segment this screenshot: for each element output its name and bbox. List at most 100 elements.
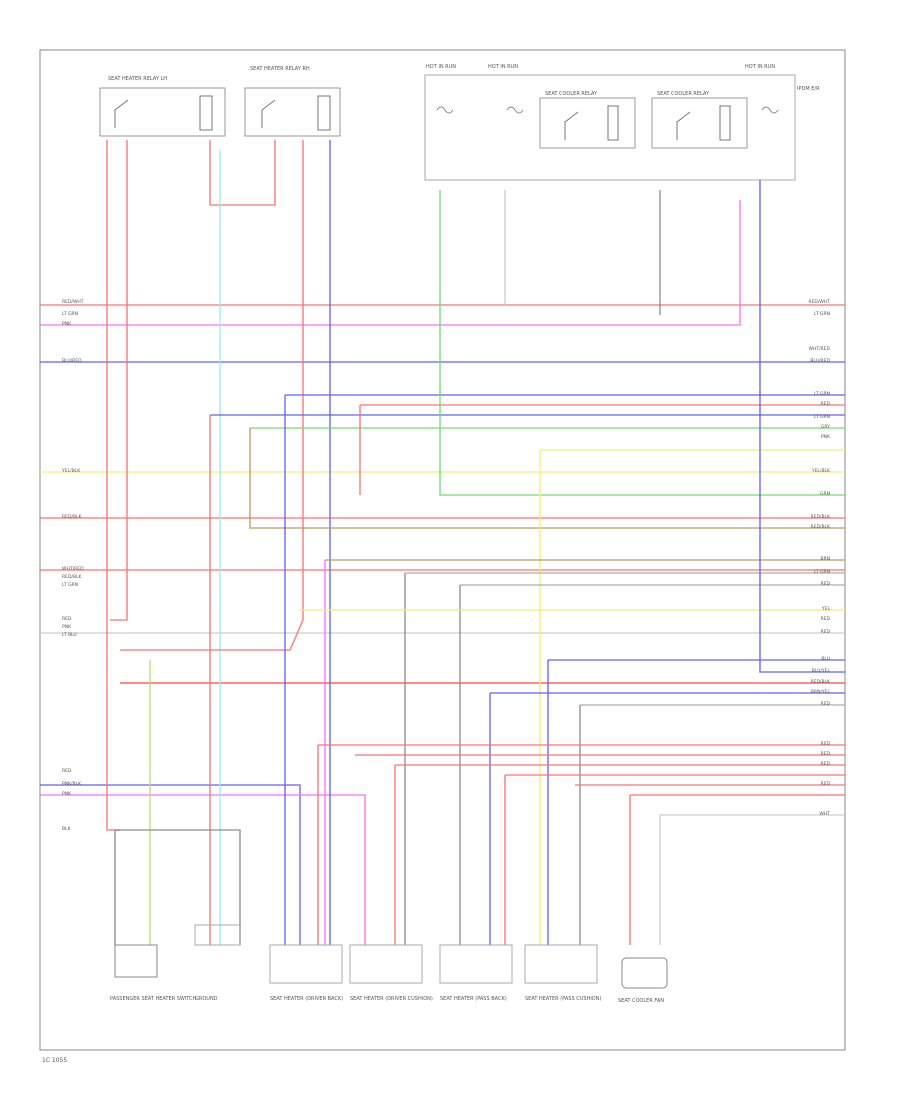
relay-labels: SEAT HEATER RELAY LH SEAT HEATER RELAY R… (108, 66, 710, 97)
component-label: SEAT HEATER (PASS BACK) (440, 996, 507, 1002)
wire-label: BRN/YEL (811, 689, 831, 695)
wire-label: RED (821, 401, 831, 407)
wire (110, 140, 128, 621)
wire-label: PNK (62, 321, 72, 327)
wire-label: RED/WHT (62, 299, 84, 305)
connector-block (349, 944, 423, 984)
ground-block (194, 924, 241, 946)
component-label: GROUND (195, 996, 218, 1002)
wire-label: RED (821, 751, 831, 757)
right-wire-labels: RED/WHT LT GRN WHT/RED BLU/RED LT GRN RED LT G… (808, 299, 831, 817)
component-labels: PASSENGER SEAT HEATER SWITCH GROUND SEAT… (110, 996, 664, 1004)
wire-label: RED (62, 616, 72, 622)
relay-label: SEAT HEATER RELAY RH (250, 66, 310, 72)
wire-label: RED (821, 616, 831, 622)
wire-label: RED/BLK (811, 524, 832, 530)
wire-label: LT GRN (62, 582, 78, 588)
wire-label: BLU/YEL (812, 668, 831, 674)
relay-label: SEAT COOLER RELAY (657, 91, 710, 97)
relay-box-2 (651, 97, 748, 149)
fuse-icon (761, 106, 779, 114)
fuse-icon (436, 106, 454, 114)
wire-label: YEL/BLK (811, 468, 831, 474)
wire-layer (40, 140, 845, 945)
wire-label: LT GRN (814, 311, 830, 317)
wire-label: LT GRN (814, 391, 830, 397)
relay-coil-icon (317, 95, 331, 131)
wire-label: LT GRN (814, 569, 830, 575)
wire-label: RED (821, 781, 831, 787)
wire-label: BRN (820, 556, 830, 562)
fuse-label: HOT IN RUN (745, 64, 775, 70)
component-label: PASSENGER SEAT HEATER SWITCH (110, 996, 197, 1002)
wire-label: BLU/RED (810, 358, 830, 364)
left-wire-labels: RED/WHT LT GRN PNK BLU/RED YEL/BLK RED/BLK WHT… (61, 299, 84, 832)
fuse-icon (506, 106, 524, 114)
wire-label: RED (821, 741, 831, 747)
wire-label: LT GRN (814, 414, 830, 420)
wire-label: RED/BLK (811, 679, 832, 685)
wire (249, 428, 845, 529)
component-label: SEAT HEATER (DRIVER BACK) (270, 996, 343, 1002)
wire (120, 140, 304, 651)
wire-label: RED (821, 629, 831, 635)
wire (40, 784, 301, 945)
fuse-label: HOT IN RUN (488, 64, 518, 70)
top-right-fuse-block (424, 74, 796, 181)
wire-label: YEL/BLK (61, 468, 81, 474)
wire-label: LT GRN (62, 311, 78, 317)
wire-label: RED (821, 701, 831, 707)
diagram-frame (39, 49, 846, 1051)
wire (106, 140, 120, 831)
wire-label: WHT/RED (808, 346, 830, 352)
wire-label: RED/WHT (808, 299, 830, 305)
wire-label: PNK (62, 791, 72, 797)
wire-label: RED (821, 761, 831, 767)
wire (40, 794, 366, 945)
relay-coil-icon (199, 95, 213, 131)
wire-label: PNK (62, 624, 72, 630)
wire-label: BLU (821, 656, 830, 662)
wire-label: RED/BLK (62, 514, 83, 520)
top-left-relays (99, 87, 341, 137)
relay-box-1 (539, 97, 636, 149)
wire (115, 829, 241, 945)
wire (439, 190, 845, 496)
relay-coil-icon (719, 105, 731, 141)
relay-lh (99, 87, 226, 137)
connector-block (439, 944, 513, 984)
fuse-labels: HOT IN RUN HOT IN RUN HOT IN RUN IPDM E/… (426, 64, 820, 92)
wire-label: WHT/RED (62, 566, 84, 572)
wire-label: PNK/BLK (62, 781, 82, 787)
relay-label: SEAT HEATER RELAY LH (108, 76, 167, 82)
wire (209, 140, 276, 206)
wire-label: RED (62, 768, 72, 774)
relay-switch-icon (676, 111, 691, 140)
relay-switch-icon (261, 99, 276, 128)
wire-label: GRY (821, 424, 830, 430)
connector-block (524, 944, 598, 984)
wire-label: YEL (821, 606, 831, 612)
connector-block (269, 944, 343, 984)
wire-label: RED/BLK (62, 574, 83, 580)
component-label: SEAT HEATER (PASS CUSHION) (525, 996, 601, 1002)
relay-label: SEAT COOLER RELAY (545, 91, 598, 97)
relay-rh (244, 87, 341, 137)
footer-code: 1C 1055 (42, 1057, 67, 1064)
wire-label: BLU/RED (62, 358, 82, 364)
component-label: SEAT COOLER FAN (618, 998, 664, 1004)
component-label: SEAT HEATER (DRIVER CUSHION) (350, 996, 433, 1002)
seat-heater-switch (114, 944, 158, 978)
wire-label: RED (821, 581, 831, 587)
wire-label: BLK (62, 826, 72, 832)
wire-label: LT BLU (62, 632, 77, 638)
wire (40, 200, 741, 326)
relay-switch-icon (114, 99, 129, 128)
bottom-components (114, 924, 668, 989)
wire-label: RED/BLK (811, 514, 832, 520)
fuse-label: HOT IN RUN (426, 64, 456, 70)
wire (759, 180, 845, 673)
wire-label: WHT (819, 811, 830, 817)
relay-switch-icon (564, 111, 579, 140)
